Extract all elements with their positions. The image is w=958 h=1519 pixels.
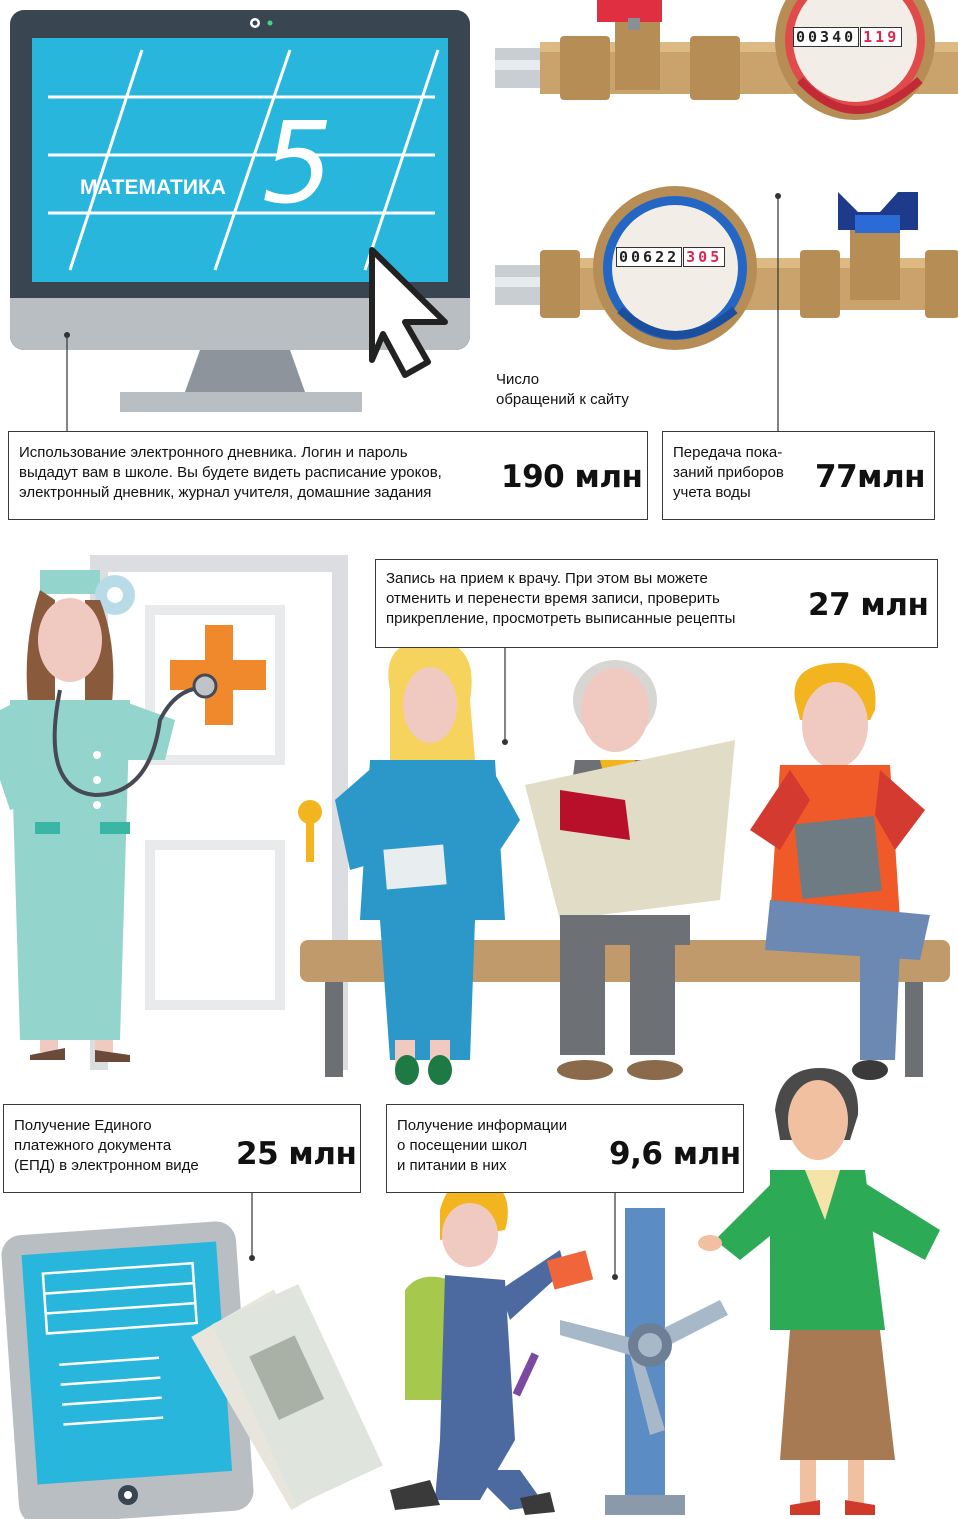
patient-woman xyxy=(335,640,520,1085)
callout-water-meters-value: 77млн xyxy=(815,459,926,495)
callout-epd-text: Получение Единого платежного документа (… xyxy=(14,1117,199,1174)
water-meter-top xyxy=(495,0,958,120)
callout-epd: Получение Единого платежного документа (… xyxy=(3,1104,361,1193)
meter-bottom-digits: 00622 305 xyxy=(616,247,726,267)
callout-water-meters: Передача пока- заний приборов учета воды… xyxy=(662,431,935,520)
callout-electronic-diary-text: Использование электронного дневника. Лог… xyxy=(19,444,442,501)
water-meter-bottom xyxy=(495,186,958,350)
meter-top-digits-red: 119 xyxy=(860,27,903,47)
clinic-door xyxy=(90,555,348,1070)
callout-school-attendance-text: Получение информации о посещении школ и … xyxy=(397,1117,568,1174)
meter-bottom-digits-black: 00622 xyxy=(616,247,683,267)
turnstile-illustration xyxy=(560,1208,728,1515)
callout-doctor-appointment-text: Запись на прием к врачу. При этом вы мож… xyxy=(386,570,736,627)
callout-electronic-diary-value: 190 млн xyxy=(501,459,643,495)
teacher-illustration xyxy=(698,1068,940,1515)
nurse-illustration xyxy=(0,570,218,1062)
pointer-lines xyxy=(66,196,779,1277)
banknotes-illustration xyxy=(191,1284,383,1511)
callout-water-meters-text: Передача пока- заний приборов учета воды xyxy=(673,444,784,501)
patient-young-man xyxy=(750,662,930,1080)
schoolboy-illustration xyxy=(390,1178,594,1515)
site-requests-label: Число обращений к сайту xyxy=(496,371,629,408)
meter-top-digits: 00340 119 xyxy=(793,27,903,47)
callout-doctor-appointment-value: 27 млн xyxy=(808,587,929,623)
screen-subject-text: МАТЕМАТИКА xyxy=(80,176,226,199)
meter-bottom-digits-red: 305 xyxy=(683,247,726,267)
callout-school-attendance: Получение информации о посещении школ и … xyxy=(386,1104,744,1193)
screen-grade-text: 5 xyxy=(262,99,334,229)
callout-school-attendance-value: 9,6 млн xyxy=(609,1136,741,1172)
callout-doctor-appointment: Запись на прием к врачу. При этом вы мож… xyxy=(375,559,938,648)
meter-top-digits-black: 00340 xyxy=(793,27,860,47)
callout-electronic-diary: Использование электронного дневника. Лог… xyxy=(8,431,648,520)
tablet-illustration xyxy=(1,1221,254,1519)
monitor-illustration xyxy=(10,10,470,412)
patient-elderly-man xyxy=(525,660,735,1080)
callout-epd-value: 25 млн xyxy=(236,1136,357,1172)
